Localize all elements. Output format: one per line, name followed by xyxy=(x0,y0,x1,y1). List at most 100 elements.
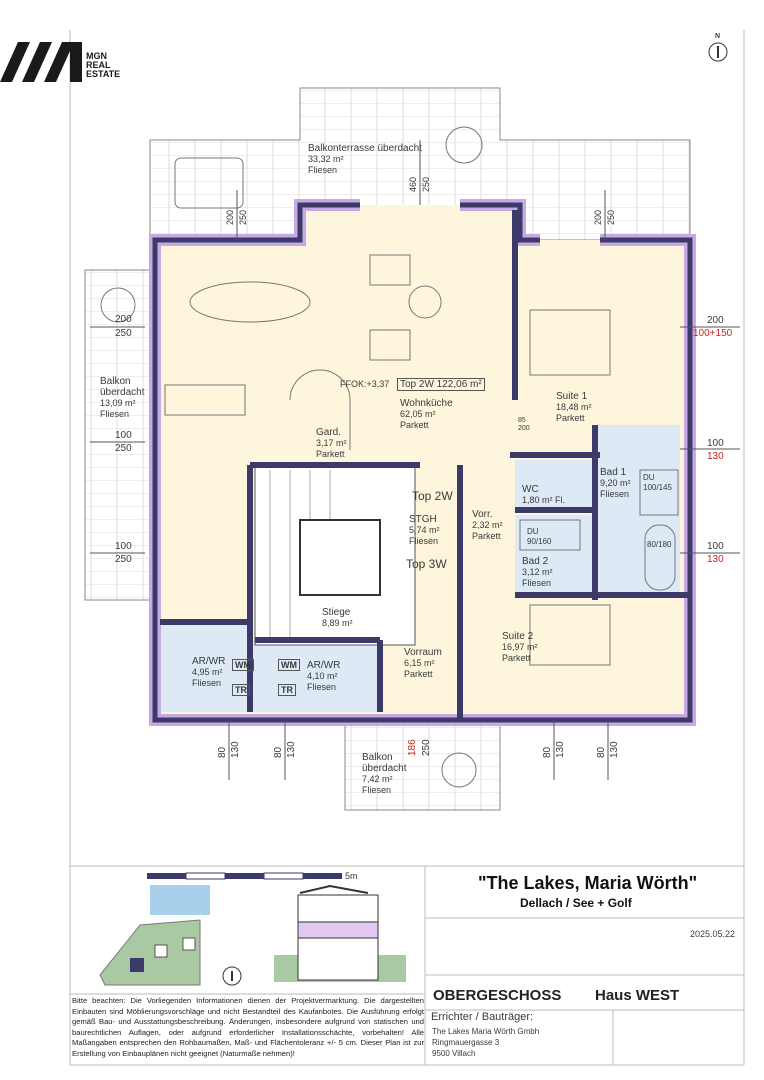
dim-label-red: 130 xyxy=(707,451,724,462)
shower-label: DU xyxy=(643,473,655,482)
room-floor: Fliesen xyxy=(307,682,337,692)
dim-label: 200 xyxy=(593,209,603,225)
stair-top3w: Top 3W xyxy=(406,557,447,571)
dim-label: 130 xyxy=(609,741,620,758)
dimension-lines xyxy=(90,140,740,780)
room-area: 5,74 m² xyxy=(409,525,440,535)
room-name: Suite 1 xyxy=(556,391,588,402)
logo-line: ESTATE xyxy=(86,69,121,79)
plan-date: 2025.05.22 xyxy=(690,929,736,939)
mgn-logo xyxy=(0,42,82,82)
shower-size: 100/145 xyxy=(643,483,672,492)
north-label: N xyxy=(715,33,721,40)
room-area: 62,05 m² xyxy=(400,409,436,419)
room-floor: Parkett xyxy=(316,449,345,459)
room-floor: Fliesen xyxy=(308,165,338,175)
project-subtitle: Dellach / See + Golf xyxy=(520,896,632,910)
disclaimer-text: Bitte beachten: Die Vorliegenden Informa… xyxy=(72,996,424,1058)
room-name: überdacht xyxy=(100,387,145,398)
floor-title: OBERGESCHOSS xyxy=(433,987,562,1004)
dim-label: 100 xyxy=(115,541,132,552)
dim-label: 100 xyxy=(707,541,724,552)
room-name: Wohnküche xyxy=(400,398,453,409)
room-area: 4,10 m² xyxy=(307,671,338,681)
dim-label: 200 xyxy=(115,314,132,325)
bathtub-size: 80/180 xyxy=(647,540,672,549)
site-plan-thumbnail xyxy=(99,885,242,986)
dim-label: 80 xyxy=(217,746,228,758)
room-area: 13,09 m² xyxy=(100,398,136,408)
room-area: 16,97 m² xyxy=(502,642,538,652)
north-arrow-icon xyxy=(708,42,728,62)
room-floor: Parkett xyxy=(400,420,429,430)
room-floor: Fliesen xyxy=(362,785,392,795)
dim-label: 250 xyxy=(115,554,132,565)
room-name: Balkon xyxy=(362,752,393,763)
room-area: 18,48 m² xyxy=(556,402,592,412)
dim-label: 250 xyxy=(421,176,431,192)
room-area: 4,95 m² xyxy=(192,667,223,677)
room-floor: Fliesen xyxy=(522,578,552,588)
unit-label: Top 2W 122,06 m² xyxy=(397,378,485,391)
washing-machine: WM xyxy=(232,659,254,671)
furniture xyxy=(100,126,679,788)
room-name: Bad 2 xyxy=(522,556,549,567)
dim-label: 80 xyxy=(542,746,553,758)
wet-rooms xyxy=(160,425,680,712)
dim-label: 100 xyxy=(707,438,724,449)
dim-label: 130 xyxy=(286,741,297,758)
dim-label: 200 xyxy=(225,209,235,225)
dim-label: 460 xyxy=(408,176,418,192)
developer-label: Errichter / Bauträger: xyxy=(431,1011,534,1023)
room-name: Vorraum xyxy=(404,647,442,658)
dim-label: 250 xyxy=(421,739,432,756)
room-name: Suite 2 xyxy=(502,631,534,642)
scale-label: 5m xyxy=(345,871,358,881)
room-area: 7,42 m² xyxy=(362,774,393,784)
room-floor: Parkett xyxy=(472,531,501,541)
room-name: STGH xyxy=(409,514,437,525)
shower-size: 90/160 xyxy=(527,537,552,546)
dim-label: 250 xyxy=(115,443,132,454)
room-name: Gard. xyxy=(316,427,342,438)
room-floor: Fliesen xyxy=(600,489,630,499)
room-floor: Parkett xyxy=(404,669,433,679)
dim-label-red: 130 xyxy=(707,554,724,565)
room-floor: Parkett xyxy=(502,653,531,663)
building-section-thumbnail xyxy=(274,884,406,982)
dim-label: 200 xyxy=(707,315,724,326)
dryer: TR xyxy=(278,684,296,696)
room-area: 9,20 m² xyxy=(600,478,631,488)
dim-label: 80 xyxy=(596,746,607,758)
shower-label: DU xyxy=(527,527,539,536)
dim-label-red: 186 xyxy=(407,739,418,756)
room-floor: Fliesen xyxy=(192,678,222,688)
dim-label: 250 xyxy=(238,209,248,225)
room-name: Bad 1 xyxy=(600,467,627,478)
project-title: "The Lakes, Maria Wörth" xyxy=(478,873,698,893)
dim-label: 80 xyxy=(273,746,284,758)
balcony-south xyxy=(344,719,501,811)
dim-label: 85 xyxy=(518,417,526,424)
house-title: Haus WEST xyxy=(595,987,680,1004)
room-area: 8,89 m² xyxy=(322,618,353,628)
dim-label: 200 xyxy=(518,425,530,432)
dim-label-red: 100+150 xyxy=(693,328,733,339)
stair-top2w: Top 2W xyxy=(412,489,453,503)
dryer: TR xyxy=(232,684,250,696)
room-name: WC xyxy=(522,484,539,495)
developer-name: The Lakes Maria Wörth Gmbh xyxy=(432,1027,540,1036)
